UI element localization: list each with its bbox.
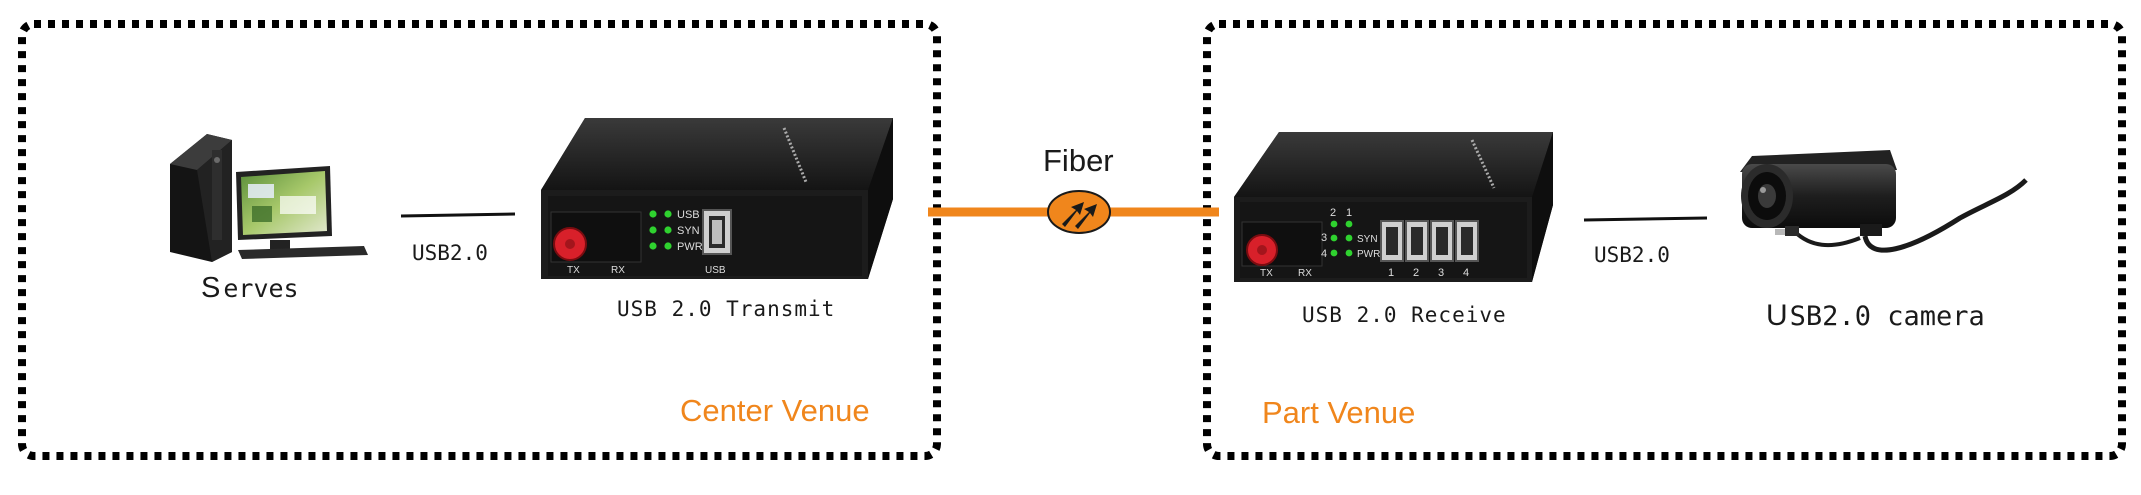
usb-port-number-2: 2	[1413, 267, 1419, 279]
receiver-led-number-1: 1	[1346, 207, 1352, 219]
usb-ports-icon	[1380, 220, 1479, 262]
receiver-caption: USB 2.0 Receive	[1302, 303, 1507, 327]
server-link-label: USB2.0	[412, 241, 488, 265]
receiver-led-number-4: 4	[1321, 248, 1327, 260]
transmitter-caption: USB 2.0 Transmit	[617, 297, 835, 321]
fiber-arrows-icon	[1047, 190, 1111, 234]
fiber-label: Fiber	[1043, 143, 1114, 178]
receiver-led-number-3: 3	[1321, 232, 1327, 244]
tx-port-label: TX	[567, 265, 580, 276]
receiver-led-pwr-label: PWR	[1357, 249, 1380, 260]
fiber-link: Fiber	[928, 143, 1219, 234]
server-link-line	[400, 212, 516, 218]
rx-port-label: RX	[611, 265, 625, 276]
receiver-device: TX RX 2 1 3 4 SYN PWR 1 2 3 4	[1234, 132, 1553, 282]
camera-label: USB2.0 camera	[1766, 299, 1985, 332]
rx-port-label: RX	[1298, 268, 1312, 279]
transmitter-led-usb-label: USB	[677, 209, 700, 221]
receiver-led-number-2: 2	[1330, 207, 1336, 219]
usb-camera-icon	[1740, 150, 2028, 253]
usb-port-number-4: 4	[1463, 267, 1469, 279]
receiver-led-syn-label: SYN	[1357, 234, 1378, 245]
transmitter-device: TX RX USB SYN PWR USB	[541, 118, 893, 279]
server-computer-icon	[170, 134, 368, 262]
usb-port-number-1: 1	[1388, 267, 1394, 279]
usb-port-number-3: 3	[1438, 267, 1444, 279]
camera-link-label: USB2.0	[1594, 243, 1670, 267]
camera-link-line	[1583, 216, 1708, 222]
center-venue-label: Center Venue	[680, 393, 870, 428]
transmitter-led-pwr-label: PWR	[677, 241, 703, 253]
usb-port-icon	[702, 209, 732, 255]
usb-port-label: USB	[705, 265, 726, 276]
center-venue-zone	[18, 20, 941, 460]
part-venue-zone	[1203, 20, 2126, 460]
part-venue-label: Part Venue	[1262, 395, 1415, 430]
tx-port-label: TX	[1260, 268, 1273, 279]
transmitter-led-syn-label: SYN	[677, 225, 700, 237]
